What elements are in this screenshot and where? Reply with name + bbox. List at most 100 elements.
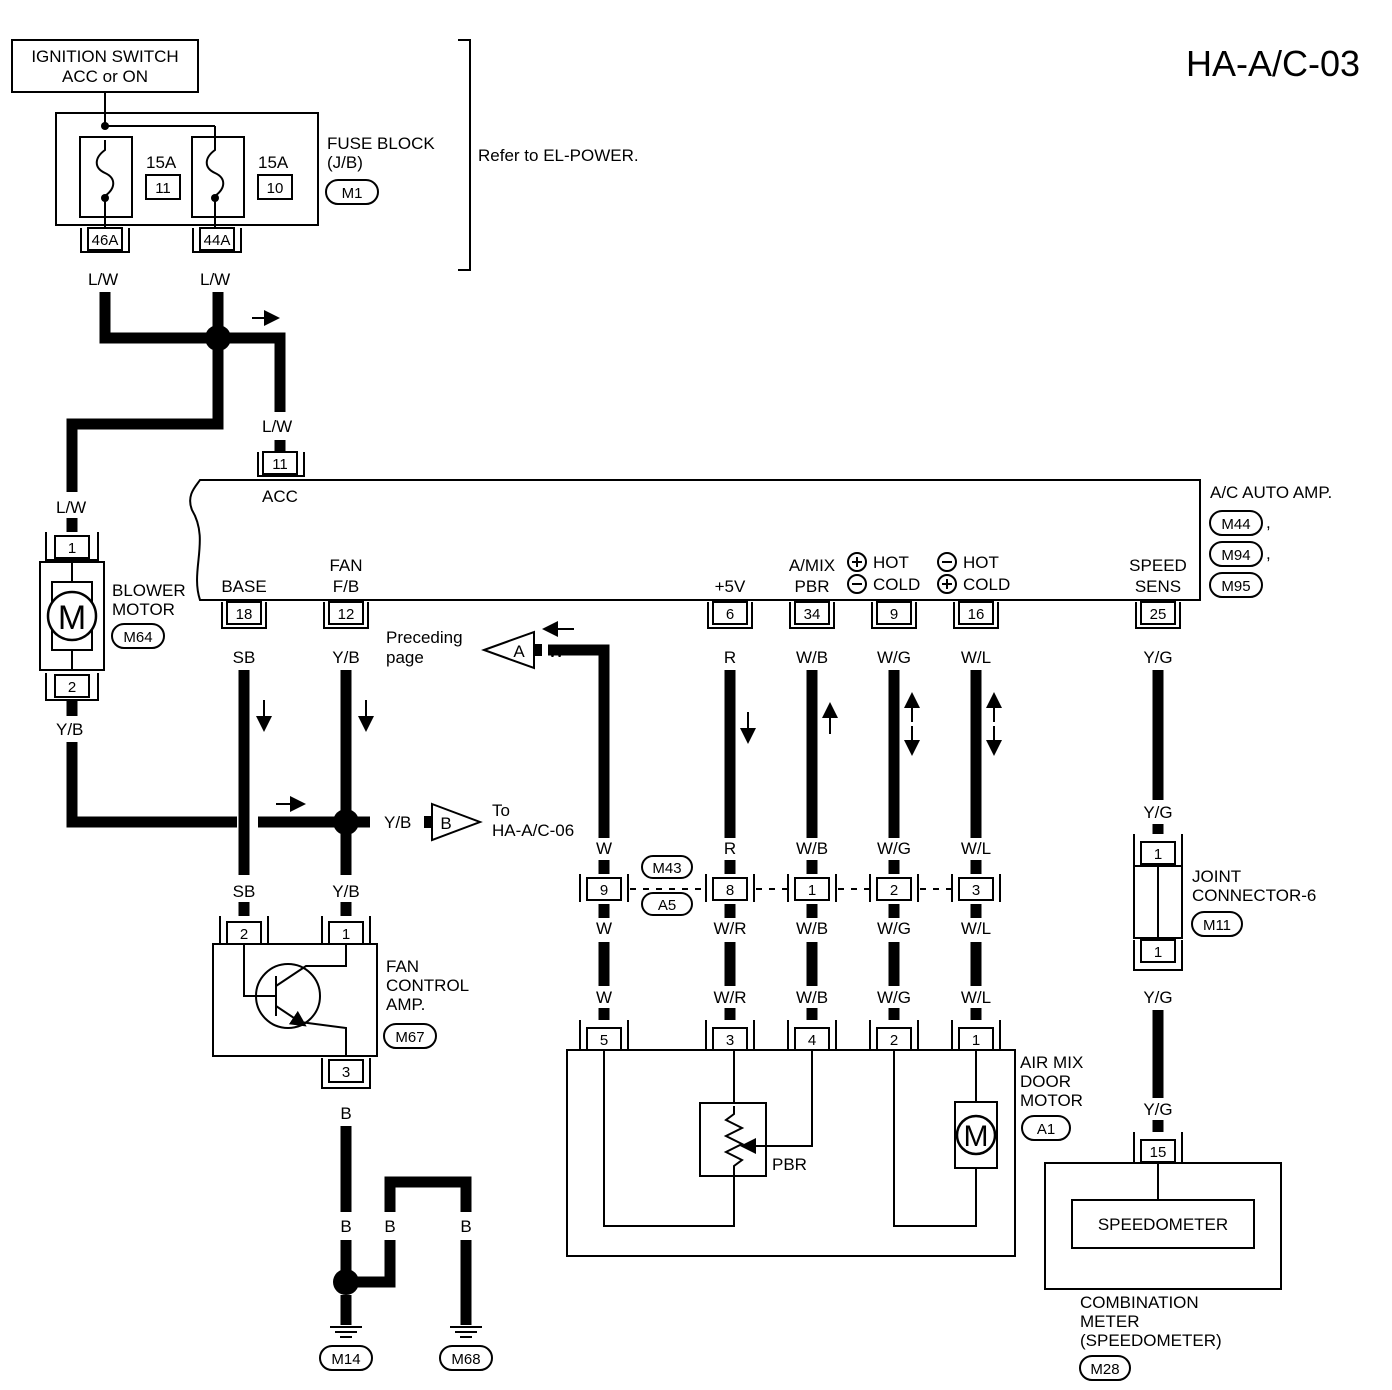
pbr-label: PBR (772, 1155, 807, 1174)
amp-label-hot-1: HOT (873, 553, 909, 572)
amp-pin-9: 9 (890, 606, 898, 623)
harness-pin-1: 1 (808, 882, 816, 899)
blower-motor-symbol: M (58, 599, 86, 637)
next-label-2: HA-A/C-06 (492, 821, 574, 840)
page-title: HA-A/C-03 (1186, 43, 1360, 84)
motor-icon (955, 1114, 997, 1156)
amp-label-5v: +5V (715, 577, 746, 596)
airmix-connector: A1 (1037, 1121, 1055, 1138)
harness-wire-top-8: R (724, 839, 736, 858)
fuse-block-connector: M1 (342, 185, 363, 202)
amp-label-cold-2: COLD (963, 575, 1010, 594)
harness-wire-top-9: W (596, 839, 612, 858)
joint-wire-top: Y/G (1143, 803, 1172, 822)
blower-pin-bottom: 2 (68, 679, 76, 696)
ground-wire-label-4: B (460, 1217, 471, 1236)
blower-wire-top: L/W (56, 498, 86, 517)
meter-wire: Y/G (1143, 1100, 1172, 1119)
ground-connector-m68: M68 (451, 1351, 480, 1368)
ac-auto-amp: 11 ACC A/C AUTO AMP. M44 , M94 , M95 BAS… (189, 451, 1332, 629)
wire-label-wg-1: W/G (877, 648, 911, 667)
amp-pin-12: 12 (338, 606, 355, 623)
wire-label-wl-1: W/L (961, 648, 991, 667)
air-mix-door-motor: 5 3 4 2 1 PBR M AIR MIX DOOR MOTOR A1 (566, 1020, 1083, 1257)
amp-connector-m95: M95 (1221, 578, 1250, 595)
airmix-name-1: AIR MIX (1020, 1053, 1083, 1072)
fuse-10-symbol (191, 136, 245, 218)
harness-wire-bottom-2: W/G (877, 919, 911, 938)
fan-amp-pin-3: 3 (342, 1064, 350, 1081)
harness-wire-bottom-3: W/L (961, 919, 991, 938)
amp-pin-18: 18 (236, 606, 253, 623)
minus-icon (937, 552, 957, 572)
wire-label-r-1: R (724, 648, 736, 667)
joint-name-2: CONNECTOR-6 (1192, 886, 1316, 905)
fan-amp-name-1: FAN (386, 957, 419, 976)
harness-pin-9: 9 (600, 882, 608, 899)
harness-pin-2: 2 (890, 882, 898, 899)
blower-connector: M64 (123, 629, 152, 646)
fuse-10-amp: 15A (258, 153, 289, 172)
amp-label-speed: SPEED (1129, 556, 1187, 575)
meter-name-1: COMBINATION (1080, 1293, 1199, 1312)
amp-connector-m94: M94 (1221, 547, 1250, 564)
harness-wire-top-1: W/B (796, 839, 828, 858)
next-page-ref: Y/B B To HA-A/C-06 (384, 801, 574, 842)
ground-icon (450, 1326, 482, 1338)
next-letter: B (440, 814, 451, 833)
meter-name-3: (SPEEDOMETER) (1080, 1331, 1222, 1350)
fan-amp-pin-1: 1 (342, 926, 350, 943)
preceding-letter: A (513, 642, 525, 661)
meter-name-2: METER (1080, 1312, 1140, 1331)
ignition-label-1: IGNITION SWITCH (31, 47, 178, 66)
fan-amp-pin-2: 2 (240, 926, 248, 943)
preceding-wire: W (548, 642, 564, 661)
joint-name-1: JOINT (1192, 867, 1241, 886)
amp-pin-16: 16 (968, 606, 985, 623)
minus-icon (847, 574, 867, 594)
amp-label-hot-2: HOT (963, 553, 999, 572)
ignition-label-2: ACC or ON (62, 67, 148, 86)
airmix-pin-1: 1 (972, 1032, 980, 1049)
harness-connector-a5: A5 (658, 897, 676, 914)
amp-label-fb: F/B (333, 577, 359, 596)
meter-connector: M28 (1090, 1361, 1119, 1378)
wire-label-lw-2: L/W (200, 270, 230, 289)
ground-circuit: B B B B M14 M68 (319, 1104, 493, 1371)
airmix-wire-2: W/G (877, 988, 911, 1007)
amp-label-sens: SENS (1135, 577, 1181, 596)
fuse-block-name-1: FUSE BLOCK (327, 134, 435, 153)
harness-wire-top-3: W/L (961, 839, 991, 858)
airmix-pin-3: 3 (726, 1032, 734, 1049)
amp-connector-m44: M44 (1221, 516, 1250, 533)
ground-wire-label-3: B (384, 1217, 395, 1236)
fan-control-amp: SB Y/B 2 1 3 FAN CONTROL AMP. M67 (212, 882, 469, 1089)
fan-amp-name-2: CONTROL (386, 976, 469, 995)
amp-acc-label: ACC (262, 487, 298, 506)
airmix-pin-4: 4 (808, 1032, 816, 1049)
amp-label-fan: FAN (329, 556, 362, 575)
harness-pin-8: 8 (726, 882, 734, 899)
harness-wire-bottom-9: W (596, 919, 612, 938)
next-wire: Y/B (384, 813, 411, 832)
motor-icon (46, 590, 98, 642)
joint-wire-bottom: Y/G (1143, 988, 1172, 1007)
speedometer-label: SPEEDOMETER (1098, 1215, 1228, 1234)
ground-icon (330, 1326, 362, 1338)
blower-name-2: MOTOR (112, 600, 175, 619)
joint-connector: Y/G 1 1 Y/G JOINT CONNECTOR-6 M11 (1133, 803, 1316, 1098)
amp-pin-34: 34 (804, 606, 821, 623)
wire-label-lw-1: L/W (88, 270, 118, 289)
amp-label-cold-1: COLD (873, 575, 920, 594)
ground-connector-m14: M14 (331, 1351, 360, 1368)
fuse-block-name-2: (J/B) (327, 153, 363, 172)
fan-amp-wire-sb: SB (233, 882, 256, 901)
amp-name: A/C AUTO AMP. (1210, 483, 1332, 502)
ignition-switch: IGNITION SWITCH ACC or ON (11, 39, 199, 93)
preceding-page-ref: Preceding page A W (386, 628, 564, 670)
harness-wire-bottom-8: W/R (713, 919, 746, 938)
combination-meter: Y/G 15 SPEEDOMETER COMBINATION METER (SP… (1044, 1100, 1282, 1381)
fan-amp-wire-yb: Y/B (332, 882, 359, 901)
fuse-terminal-46a: 46A (92, 232, 119, 249)
harness-wire-bottom-1: W/B (796, 919, 828, 938)
